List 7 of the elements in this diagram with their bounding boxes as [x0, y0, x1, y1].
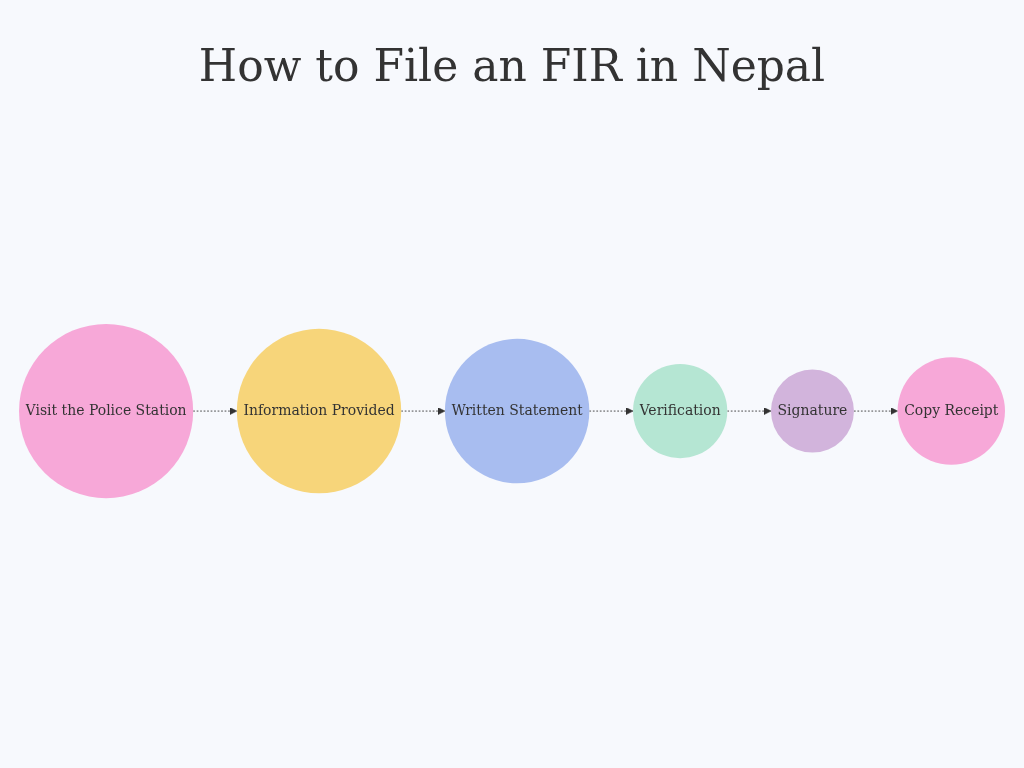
title: How to File an FIR in Nepal — [197, 40, 827, 91]
node-circle: Signature — [770, 369, 854, 453]
node-circle: Verification — [633, 363, 728, 459]
node-circle: Written Statement — [444, 338, 590, 484]
node-circle: Copy Receipt — [897, 357, 1005, 465]
node-circle: Information Provided — [236, 328, 402, 494]
node-circle: Visit the Police Station — [19, 323, 194, 499]
